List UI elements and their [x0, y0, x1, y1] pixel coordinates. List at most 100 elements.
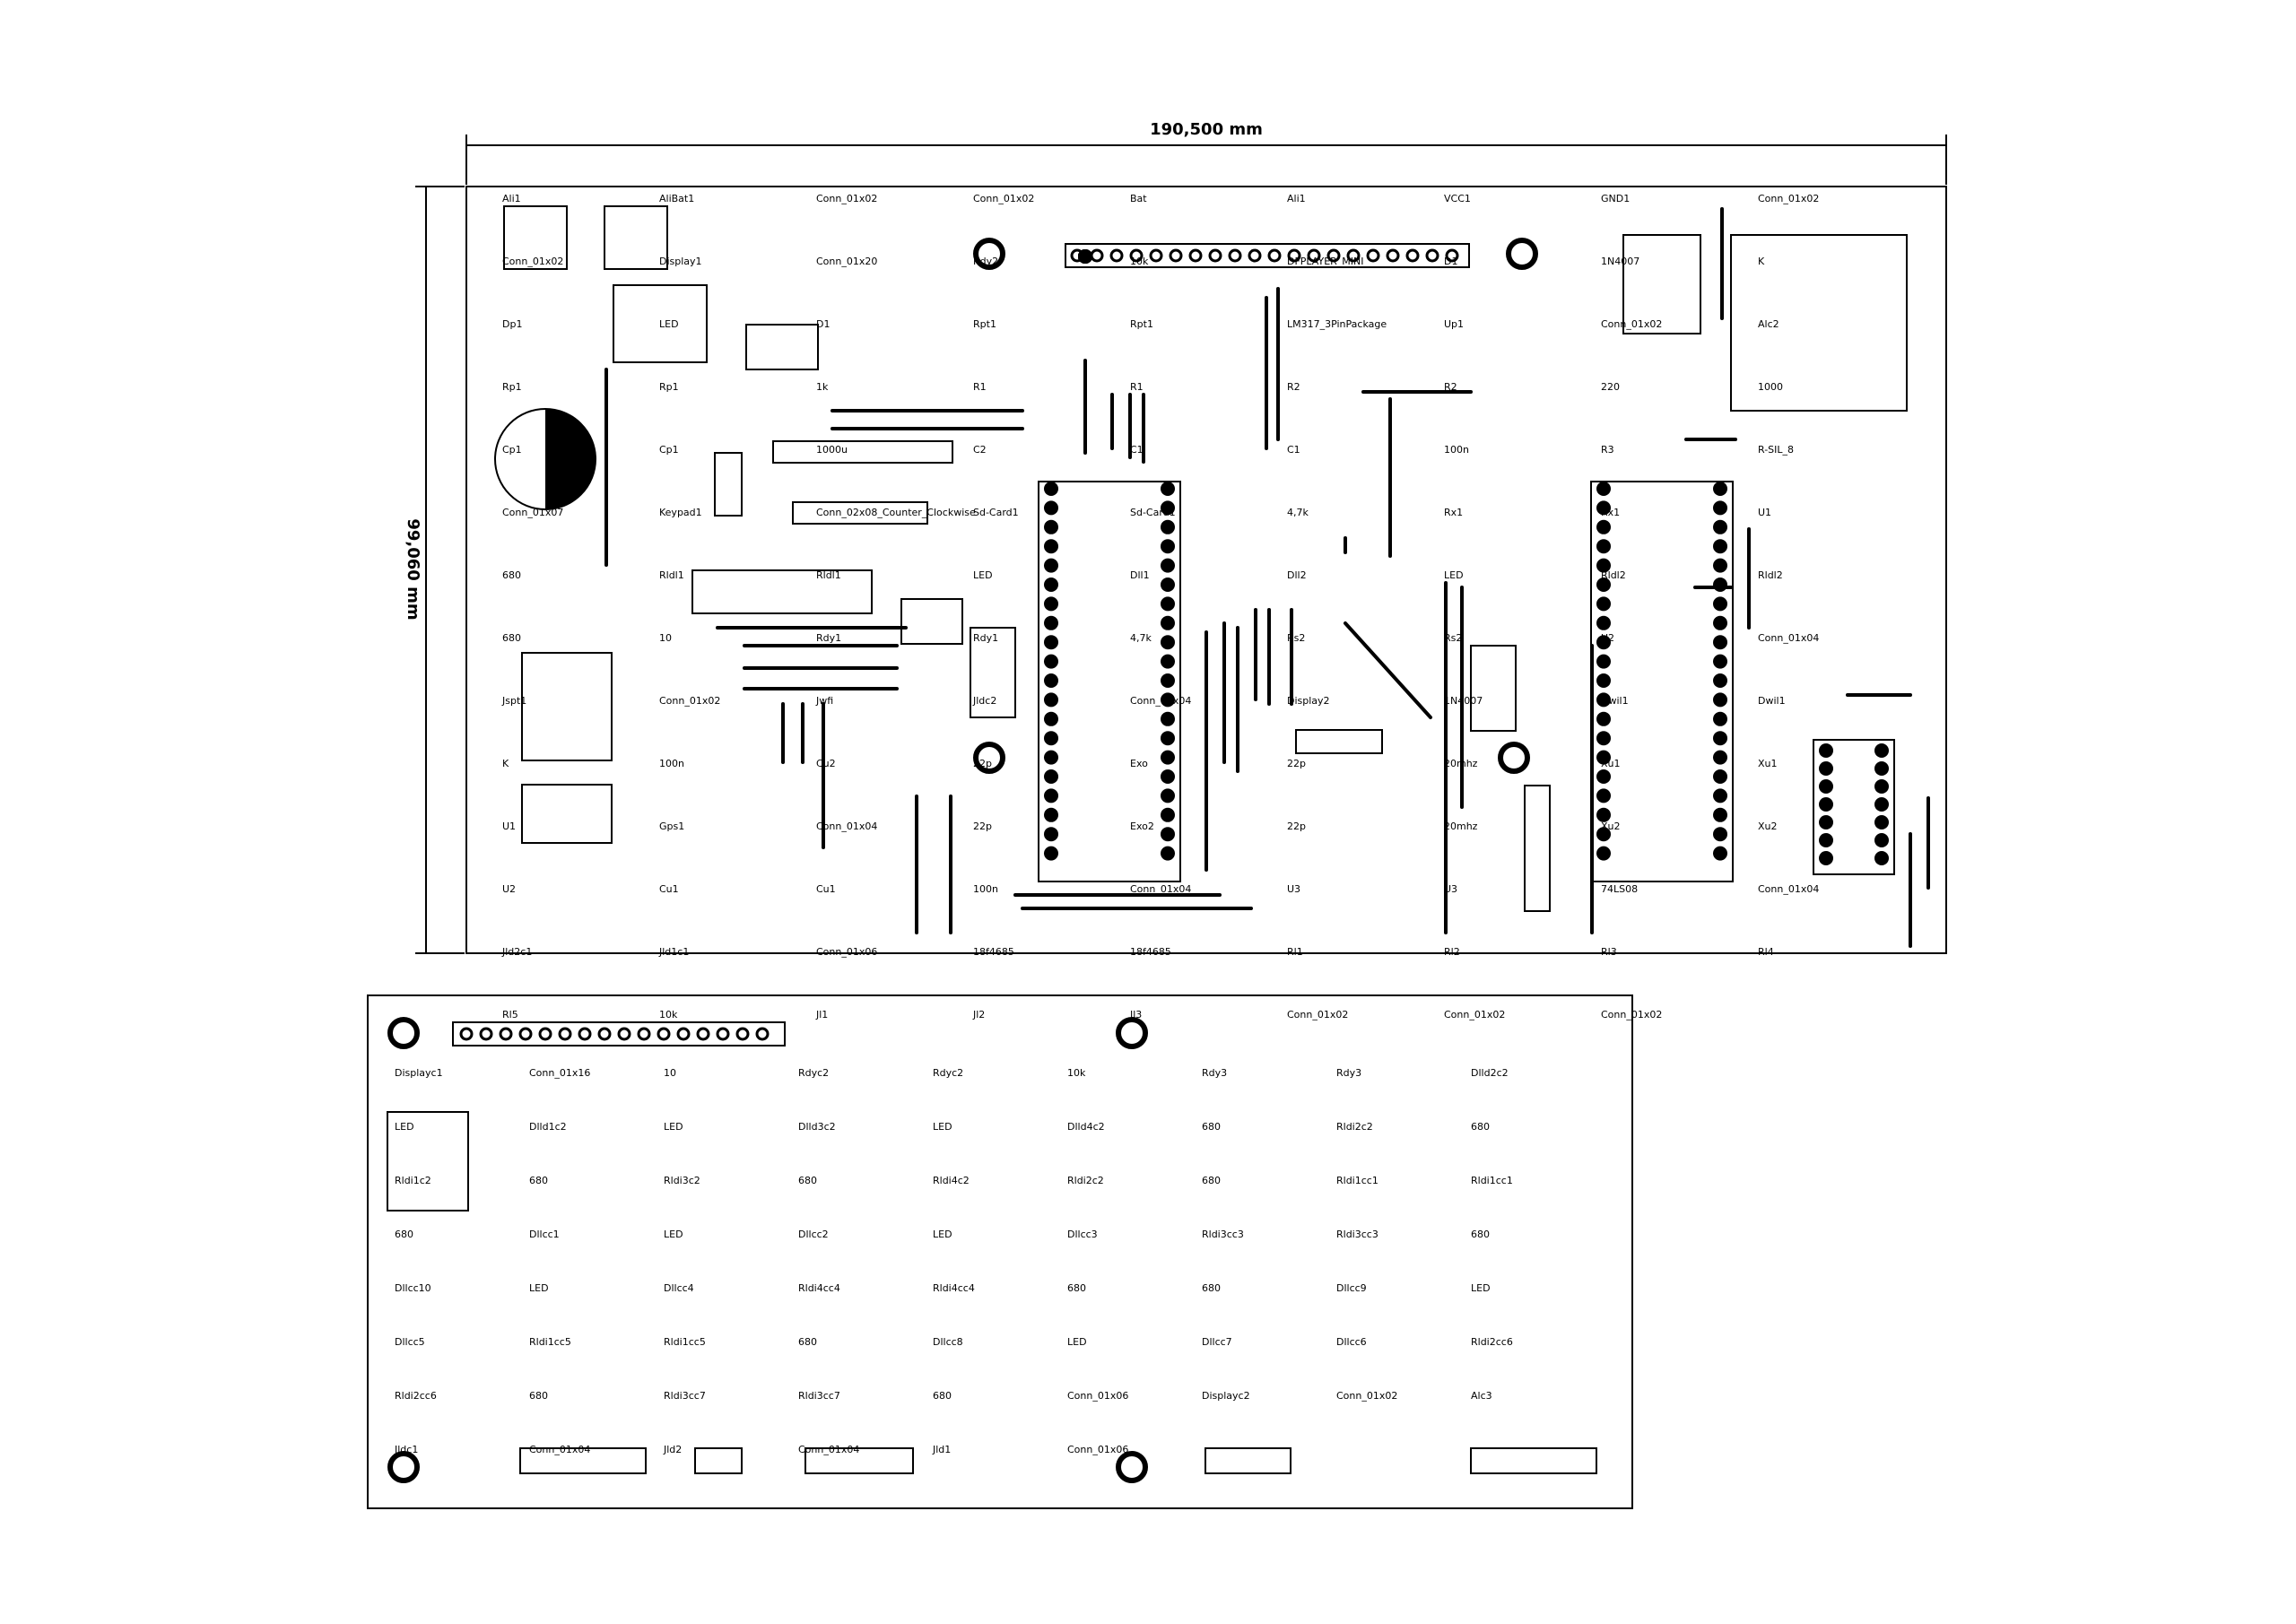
- component-label: Jld1c1: [658, 946, 689, 958]
- component-label: Conn_01x04: [1130, 695, 1191, 707]
- component-label: Jspt1: [501, 695, 526, 707]
- ic-pin: [1044, 750, 1058, 765]
- ic-pin: [1713, 788, 1727, 803]
- header-pin: [637, 1027, 651, 1041]
- ic-pin: [1713, 500, 1727, 516]
- component-label: 100n: [1444, 444, 1469, 456]
- component-label: Exo2: [1130, 821, 1154, 832]
- capacitor-cp1: [494, 408, 596, 510]
- header-pin: [1405, 248, 1420, 263]
- component-label: Dllcc5: [395, 1336, 425, 1348]
- component-label: Dllcc10: [395, 1282, 431, 1294]
- component-label: Keypad1: [659, 507, 702, 518]
- mounting-hole: [1506, 238, 1538, 270]
- component-label: Conn_01x04: [798, 1444, 859, 1455]
- header-pin: [1169, 248, 1183, 263]
- component-label: LED: [973, 569, 993, 581]
- component-label: Rldi1c2: [395, 1175, 431, 1186]
- component-label: U3: [1287, 883, 1300, 895]
- component-label: Conn_01x02: [502, 256, 563, 267]
- ic-pin: [1819, 851, 1833, 865]
- component-label: Dlld2c2: [1471, 1067, 1509, 1079]
- component-label: 1N4007: [1444, 695, 1483, 707]
- component-label: Dlld1c2: [529, 1121, 567, 1133]
- ic-pin: [1044, 635, 1058, 650]
- component-label: Rs2: [1444, 632, 1462, 644]
- component-label: 1N4007: [1601, 256, 1639, 267]
- component-label: Rl5: [502, 1009, 518, 1020]
- header-pin: [499, 1027, 513, 1041]
- component-label: 18f4685: [1130, 946, 1171, 958]
- component-label: 680: [1202, 1282, 1221, 1294]
- component-label: Rldi4c2: [933, 1175, 970, 1186]
- component-label: Rdy3: [1202, 1067, 1227, 1079]
- component-label: 100n: [973, 883, 998, 895]
- header-pin: [735, 1027, 750, 1041]
- header-pin: [617, 1027, 631, 1041]
- component-label: Rldi3cc7: [664, 1390, 706, 1402]
- mounting-hole: [1116, 1017, 1148, 1049]
- component-label: 74LS08: [1601, 883, 1638, 895]
- component-label: Rpt1: [1130, 318, 1153, 330]
- ic-pin: [1044, 615, 1058, 630]
- component-label: Sd-Card1: [973, 507, 1019, 518]
- header-pin: [755, 1027, 770, 1041]
- component-label: U3: [1444, 883, 1457, 895]
- component-label: Xu1: [1601, 758, 1621, 769]
- mounting-hole: [387, 1451, 420, 1483]
- mounting-holes: [387, 238, 1538, 1483]
- ic-pin: [1596, 731, 1611, 746]
- header-pin: [479, 1027, 493, 1041]
- ic-pin: [1596, 519, 1611, 534]
- header-pin: [1287, 248, 1301, 263]
- ic-pin: [1819, 761, 1833, 776]
- ic-pin: [1161, 500, 1175, 516]
- component-label: Conn_01x02: [1601, 1009, 1662, 1020]
- ic-pin: [1161, 807, 1175, 822]
- mounting-hole: [387, 1017, 420, 1049]
- ic-pin: [1044, 654, 1058, 669]
- component-label: Rldi1cc1: [1471, 1175, 1513, 1186]
- component-label: Rpt1: [973, 318, 996, 330]
- ic-pin: [1596, 769, 1611, 784]
- component-label: Conn_01x02: [1444, 1009, 1505, 1020]
- traces: [604, 207, 1930, 948]
- component-label: Conn_01x06: [1067, 1444, 1128, 1455]
- component-label: Rldi3cc7: [798, 1390, 840, 1402]
- component-label: R3: [1601, 444, 1614, 456]
- component-label: K: [502, 758, 509, 769]
- ic-pin: [1161, 635, 1175, 650]
- ic-pin: [1596, 578, 1611, 592]
- ic-pin: [1596, 750, 1611, 765]
- header-pin: [1070, 248, 1084, 263]
- component-label: Jld2: [663, 1444, 682, 1455]
- component-label: D1: [816, 318, 830, 330]
- component-label: Rldi4cc4: [933, 1282, 975, 1294]
- ic-pin: [1161, 596, 1175, 612]
- component-label: Dllcc4: [664, 1282, 694, 1294]
- component-label: LED: [664, 1229, 683, 1240]
- component-label: Jldc1: [394, 1444, 418, 1455]
- component-label: 680: [1202, 1121, 1221, 1133]
- header-pin: [716, 1027, 730, 1041]
- component-label: Rldl1: [659, 569, 684, 581]
- component-label: Conn_01x04: [1758, 632, 1819, 644]
- ic-pin: [1161, 673, 1175, 688]
- ic-pin: [1713, 827, 1727, 842]
- header-pin: [1445, 248, 1459, 263]
- ic-pin: [1161, 654, 1175, 669]
- component-label: 680: [395, 1229, 413, 1240]
- ic-pin: [1044, 500, 1058, 516]
- component-label: Rldi2cc6: [395, 1390, 437, 1402]
- component-label: U2: [1601, 632, 1614, 644]
- component-label: 4,7k: [1130, 632, 1152, 644]
- ic-pin: [1713, 578, 1727, 592]
- component-label: Alc2: [1758, 318, 1779, 330]
- ic-pin: [1161, 750, 1175, 765]
- component-label: Dlld3c2: [798, 1121, 836, 1133]
- component-label: Conn_01x02: [816, 193, 877, 204]
- ic-pin: [1874, 761, 1889, 776]
- header-pin: [1248, 248, 1262, 263]
- ic-pin: [1596, 788, 1611, 803]
